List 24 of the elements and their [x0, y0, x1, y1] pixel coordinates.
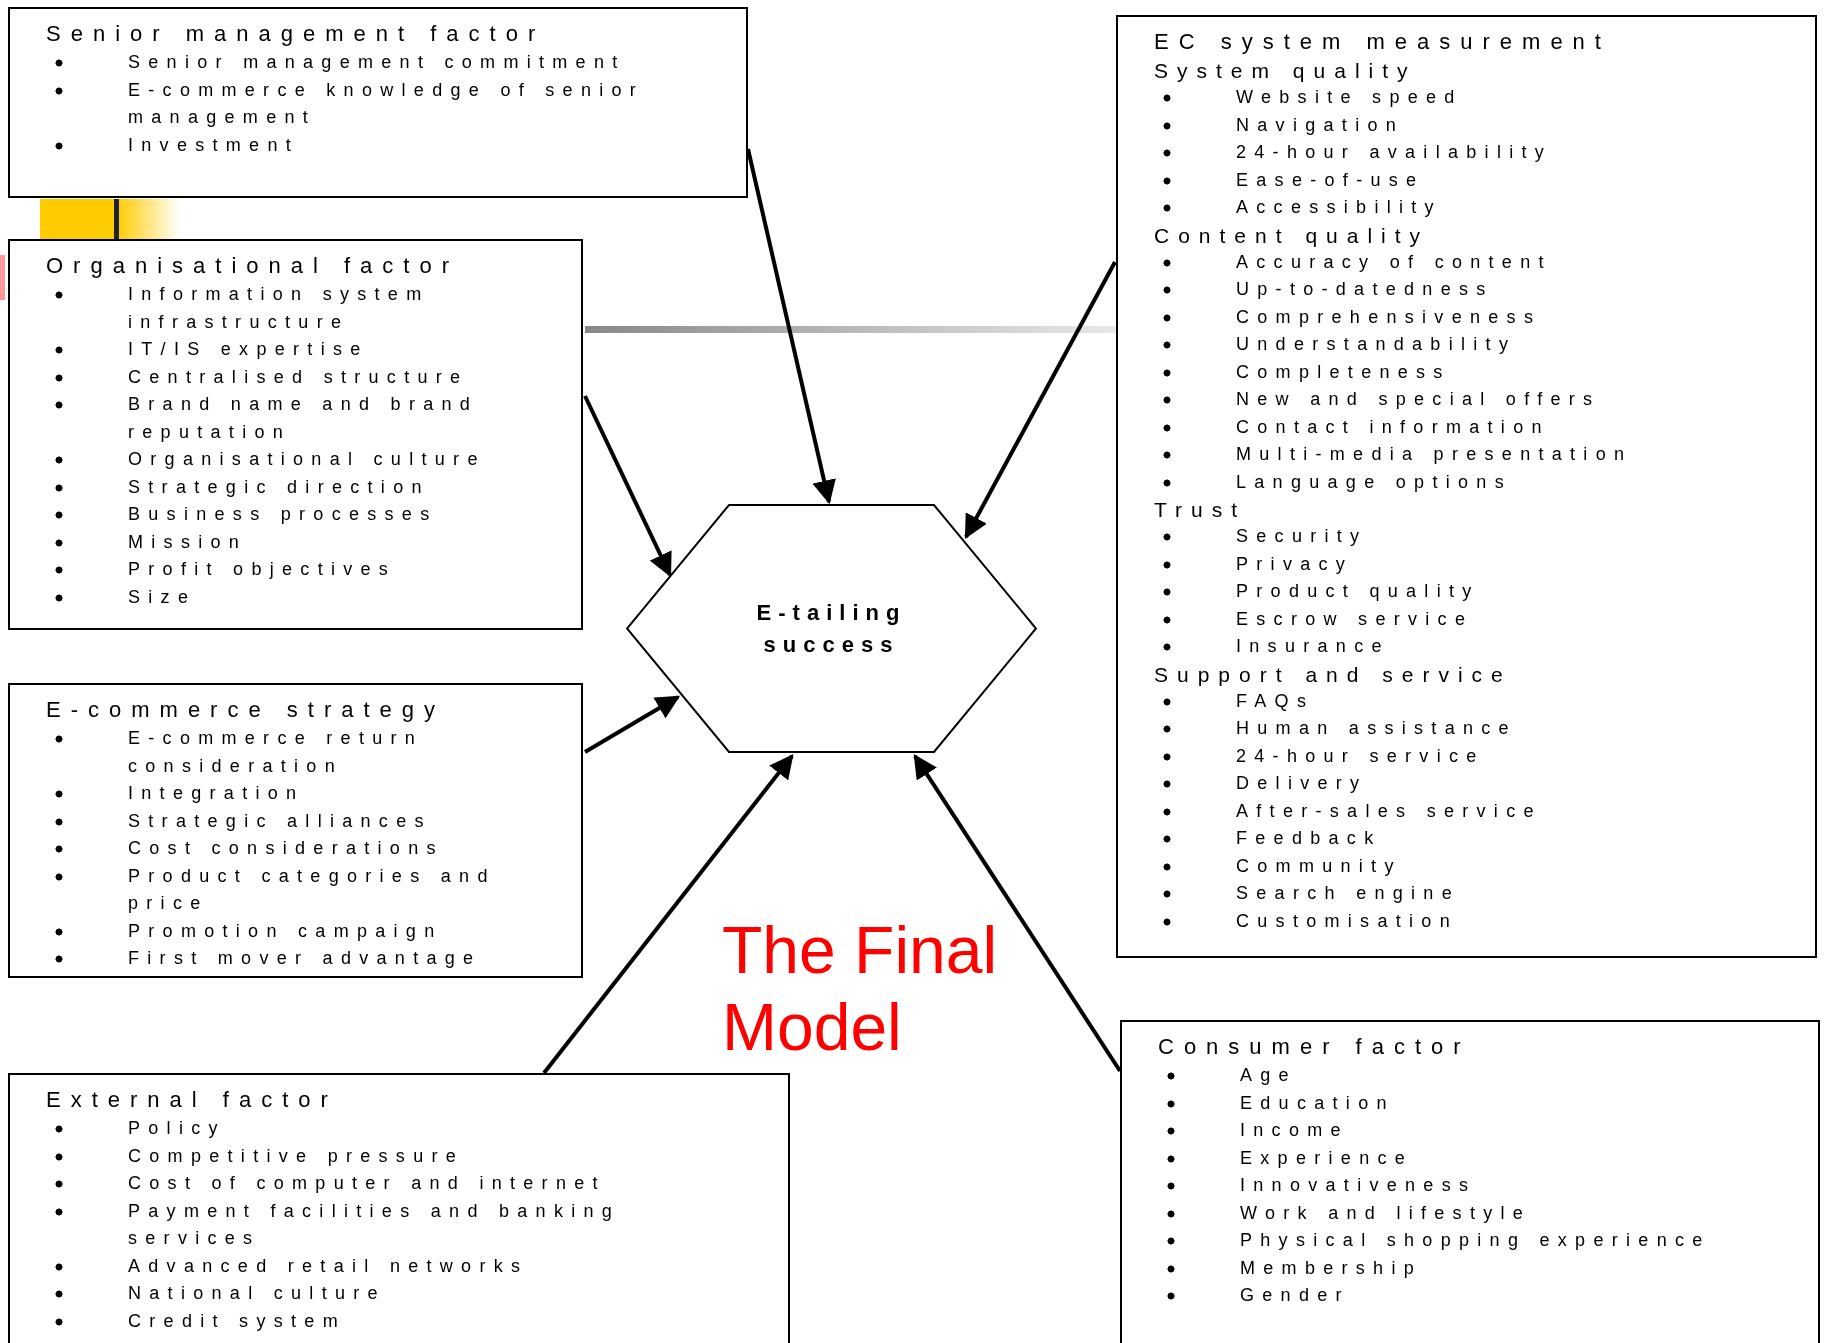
hexagon-node: [626, 504, 1037, 753]
section-heading: System quality: [1154, 58, 1418, 84]
box-heading: Consumer factor: [1158, 1033, 1472, 1061]
box-heading: EC system measurement: [1154, 28, 1612, 56]
section-heading: Trust: [1154, 497, 1248, 523]
factor-box: [8, 683, 583, 978]
node-label: E-tailing success: [755, 598, 908, 659]
factor-box: [8, 239, 583, 630]
box-heading: External factor: [46, 1086, 339, 1114]
factor-box: [8, 7, 748, 198]
arrow: [583, 695, 681, 754]
arrow: [542, 754, 794, 1075]
arrow: [583, 395, 672, 578]
factor-box: [8, 1073, 790, 1343]
section-heading: Content quality: [1154, 222, 1431, 249]
arrow: [913, 754, 1122, 1073]
factor-box: [1120, 1020, 1820, 1343]
arrow: [964, 261, 1117, 540]
box-heading: E-commerce strategy: [46, 696, 447, 724]
box-heading: Organisational factor: [46, 252, 460, 280]
box-heading: Senior management factor: [46, 20, 547, 48]
model-title: The Final Model: [722, 912, 999, 1066]
factor-box: [1116, 15, 1817, 958]
section-heading: Support and service: [1154, 661, 1513, 688]
